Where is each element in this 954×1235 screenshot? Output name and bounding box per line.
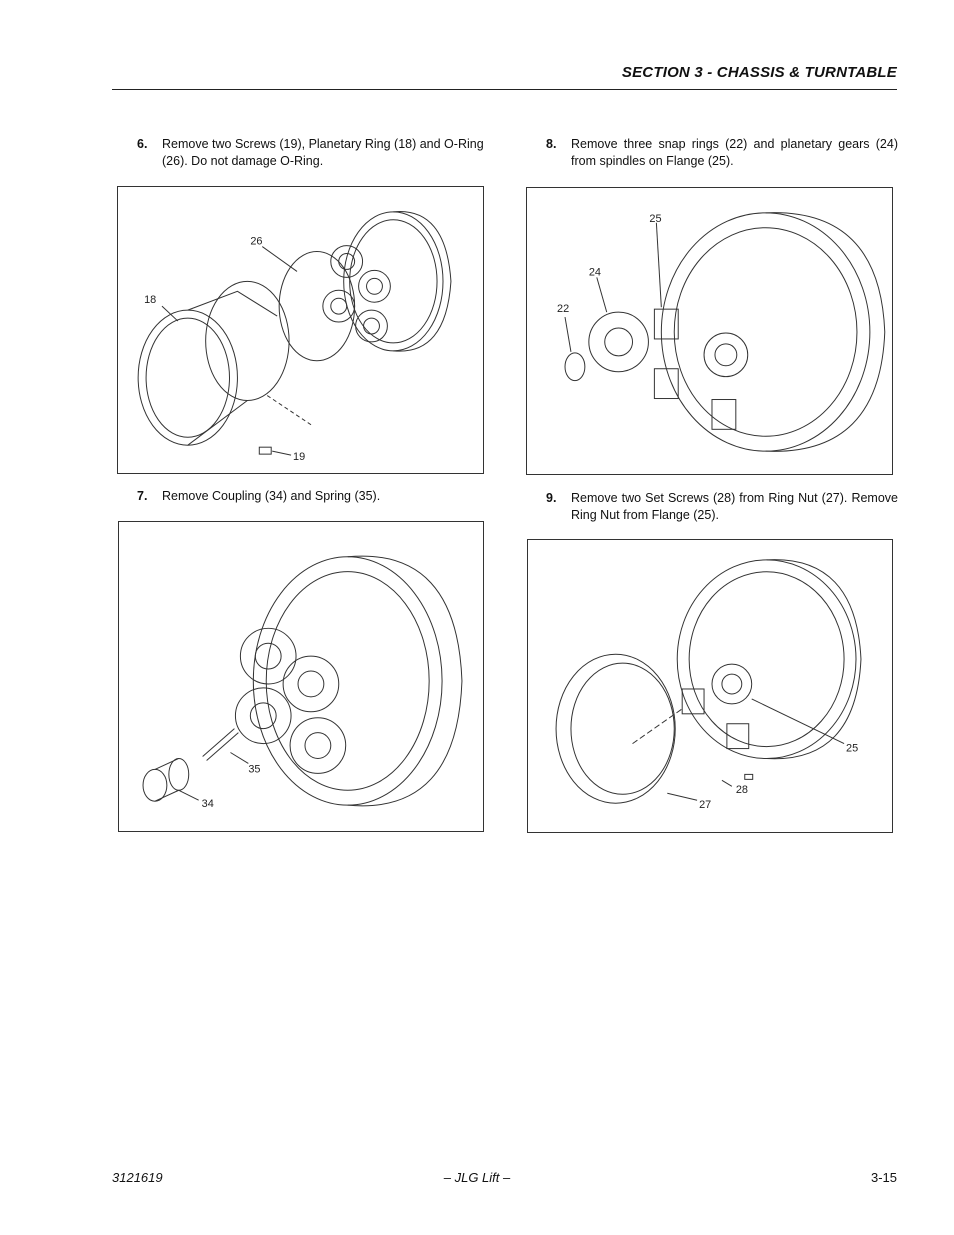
figure-6-illustration: 26 18 19	[137, 211, 452, 463]
callout-26: 26	[250, 236, 262, 248]
step-number: 8.	[546, 137, 557, 151]
figure-8-illustration: 25 24 22	[557, 212, 886, 452]
figure-planetary-ring-removal: 26 18 19	[117, 186, 484, 474]
figure-9-illustration: 25 28 27	[555, 559, 862, 811]
callout-19: 19	[293, 451, 305, 463]
step-number: 6.	[137, 137, 148, 151]
callout-28: 28	[736, 784, 748, 796]
callout-25: 25	[649, 213, 661, 225]
step-text: Remove two Screws (19), Planetary Ring (…	[162, 137, 484, 168]
step-text: Remove three snap rings (22) and planeta…	[571, 137, 898, 168]
callout-24: 24	[589, 266, 601, 278]
step-text: Remove Coupling (34) and Spring (35).	[162, 489, 381, 503]
figure-ring-nut-removal: 25 28 27	[527, 539, 893, 833]
callout-35: 35	[248, 763, 260, 775]
footer-brand: – JLG Lift –	[443, 1170, 511, 1185]
figure-coupling-spring-removal: 35 34	[118, 521, 484, 832]
callout-18: 18	[144, 294, 156, 306]
step-9: 9. Remove two Set Screws (28) from Ring …	[546, 490, 898, 524]
step-6: 6. Remove two Screws (19), Planetary Rin…	[137, 136, 490, 170]
section-title: SECTION 3 - CHASSIS & TURNTABLE	[621, 64, 897, 81]
page-number: 3-15	[870, 1170, 897, 1185]
callout-34: 34	[202, 798, 214, 810]
callout-22: 22	[557, 303, 569, 315]
step-7: 7. Remove Coupling (34) and Spring (35).	[137, 488, 490, 505]
header-rule	[112, 89, 897, 90]
step-number: 9.	[546, 491, 557, 505]
callout-25: 25	[846, 743, 858, 755]
step-text: Remove two Set Screws (28) from Ring Nut…	[571, 491, 898, 522]
figure-7-illustration: 35 34	[142, 555, 463, 810]
step-8: 8. Remove three snap rings (22) and plan…	[546, 136, 898, 170]
figure-planetary-gear-removal: 25 24 22	[526, 187, 893, 475]
step-number: 7.	[137, 489, 148, 503]
doc-number: 3121619	[112, 1170, 163, 1185]
callout-27: 27	[699, 799, 711, 811]
